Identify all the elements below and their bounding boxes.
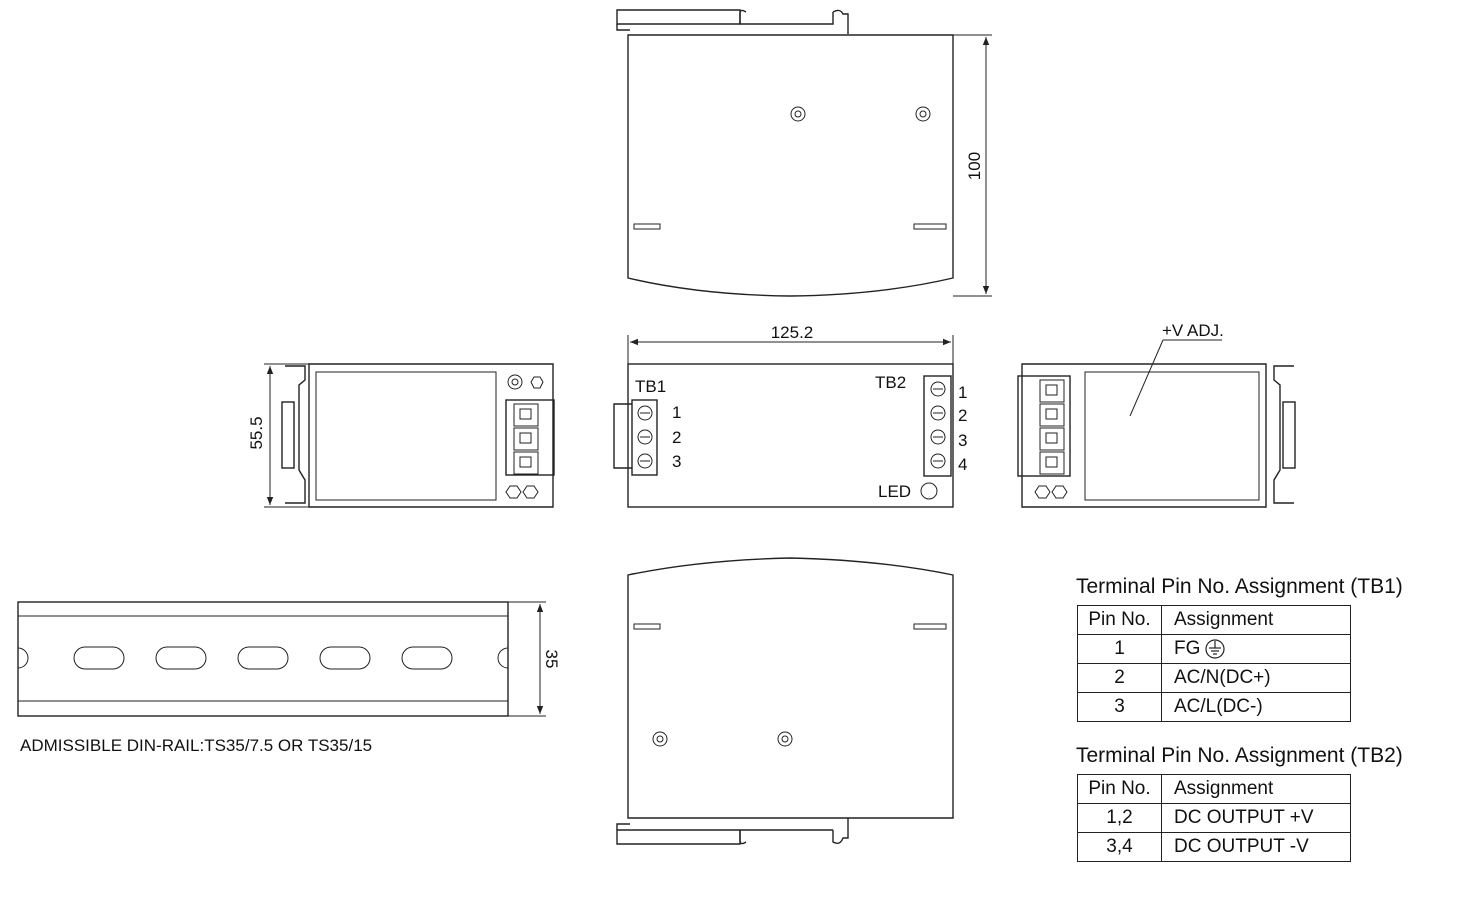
tb1-pin-table: Pin No. Assignment 1 FG 2 AC/N(DC+) 3 AC… <box>1077 605 1351 722</box>
assignment-cell: DC OUTPUT -V <box>1161 832 1351 862</box>
tb2-pin-table: Pin No. Assignment 1,2 DC OUTPUT +V 3,4 … <box>1077 774 1351 862</box>
assignment-cell: AC/L(DC-) <box>1161 692 1351 722</box>
table-header-row: Pin No. Assignment <box>1077 605 1351 635</box>
height-dimension: 55.5 <box>247 416 266 449</box>
pin-no-header: Pin No. <box>1077 774 1162 804</box>
bottom-view <box>616 557 954 845</box>
assignment-header: Assignment <box>1161 774 1351 804</box>
tb2-pin-1: 1 <box>958 383 967 402</box>
assignment-cell: AC/N(DC+) <box>1161 663 1351 693</box>
assignment-header: Assignment <box>1161 605 1351 635</box>
assignment-cell: DC OUTPUT +V <box>1161 803 1351 833</box>
tb2-table-title: Terminal Pin No. Assignment (TB2) <box>1076 744 1403 767</box>
pin-cell: 1 <box>1077 634 1162 664</box>
pin-cell: 1,2 <box>1077 803 1162 833</box>
tb2-pin-3: 3 <box>958 431 967 450</box>
pin-cell: 2 <box>1077 663 1162 693</box>
pin-cell: 3,4 <box>1077 832 1162 862</box>
led-indicator-icon <box>920 482 938 500</box>
v-adj-label: +V ADJ. <box>1162 321 1224 340</box>
width-dimension: 125.2 <box>771 323 814 342</box>
pin-no-header: Pin No. <box>1077 605 1162 635</box>
assignment-text: FG <box>1174 638 1201 659</box>
table-row: 3 AC/L(DC-) <box>1077 692 1351 722</box>
tb1-pin-1: 1 <box>672 403 681 422</box>
tb1-label: TB1 <box>635 377 666 396</box>
table-row: 2 AC/N(DC+) <box>1077 663 1351 693</box>
din-rail-note: ADMISSIBLE DIN-RAIL:TS35/7.5 OR TS35/15 <box>20 736 373 755</box>
table-row: 1 FG <box>1077 634 1351 664</box>
led-label: LED <box>878 482 911 501</box>
left-side-view: 55.5 <box>247 363 555 508</box>
assignment-cell: FG <box>1161 634 1351 664</box>
right-side-view: +V ADJ. <box>1017 321 1296 508</box>
tb1-table-title: Terminal Pin No. Assignment (TB1) <box>1076 575 1403 598</box>
front-view: 125.2 TB1 1 2 3 TB2 1 2 3 4 LED <box>613 323 967 508</box>
pin-cell: 3 <box>1077 692 1162 722</box>
table-row: 1,2 DC OUTPUT +V <box>1077 803 1351 833</box>
ground-icon <box>1205 639 1225 659</box>
tb2-label: TB2 <box>875 373 906 392</box>
rail-height-dimension: 35 <box>542 650 561 669</box>
tb1-pin-3: 3 <box>672 452 681 471</box>
din-rail: 35 <box>17 601 561 717</box>
tb1-pin-2: 2 <box>672 428 681 447</box>
tb2-pin-2: 2 <box>958 406 967 425</box>
table-row: 3,4 DC OUTPUT -V <box>1077 832 1351 862</box>
tb2-pin-4: 4 <box>958 455 967 474</box>
top-view: 100 <box>616 9 992 297</box>
table-header-row: Pin No. Assignment <box>1077 774 1351 804</box>
depth-dimension: 100 <box>965 152 984 180</box>
